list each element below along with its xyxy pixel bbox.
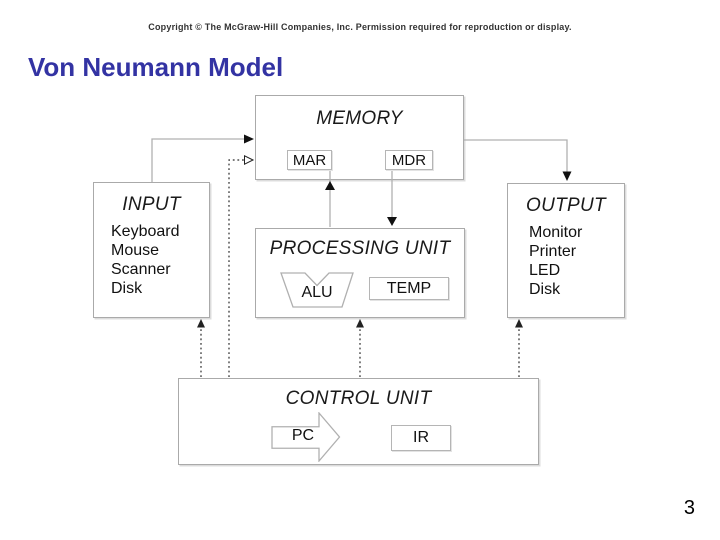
control-unit-label: CONTROL UNIT [285, 388, 432, 409]
alu-funnel-icon [280, 272, 354, 308]
processing-unit-label: PROCESSING UNIT [269, 238, 451, 259]
page-number: 3 [683, 497, 695, 519]
connector-control-to-input [197, 319, 205, 377]
mar-register: MAR [287, 150, 332, 170]
alu-shape: ALU [278, 271, 356, 310]
pc-label: PC [291, 427, 315, 444]
input-label: INPUT [122, 194, 181, 215]
ir-label: IR [413, 429, 429, 446]
pc-block-arrow-icon [271, 412, 341, 462]
memory-label: MEMORY [316, 108, 403, 129]
device-item: Monitor [529, 224, 583, 241]
output-box: OUTPUT Monitor Printer LED Disk [507, 183, 625, 318]
mdr-register: MDR [385, 150, 433, 170]
ir-register: IR [391, 425, 451, 451]
memory-box: MEMORY MAR MDR [255, 95, 464, 180]
input-box: INPUT Keyboard Mouse Scanner Disk [93, 182, 210, 318]
device-item: Printer [529, 243, 577, 260]
connector-control-to-memory [228, 154, 255, 377]
device-item: LED [529, 262, 561, 279]
temp-label: TEMP [386, 279, 432, 297]
processing-unit-box: PROCESSING UNIT ALU TEMP [255, 228, 465, 318]
page-title: Von Neumann Model [28, 52, 284, 82]
input-device-list: Keyboard Mouse Scanner Disk [94, 222, 209, 298]
device-item: Mouse [111, 242, 160, 259]
connector-memory-to-output [464, 139, 572, 181]
device-item: Disk [529, 281, 561, 298]
device-item: Keyboard [111, 223, 180, 240]
copyright-text: Copyright © The McGraw-Hill Companies, I… [148, 22, 572, 32]
connector-control-to-processing [356, 319, 364, 377]
temp-register: TEMP [369, 277, 449, 300]
device-item: Disk [111, 280, 143, 297]
connector-control-to-output [515, 319, 523, 377]
connector-input-to-memory [151, 134, 254, 182]
mar-label: MAR [292, 151, 327, 169]
output-label: OUTPUT [526, 195, 606, 216]
pc-register: PC [271, 412, 341, 462]
control-unit-box: CONTROL UNIT PC IR [178, 378, 539, 465]
output-device-list: Monitor Printer LED Disk [508, 223, 624, 299]
alu-label: ALU [301, 284, 333, 301]
mdr-label: MDR [391, 151, 427, 169]
device-item: Scanner [111, 261, 171, 278]
